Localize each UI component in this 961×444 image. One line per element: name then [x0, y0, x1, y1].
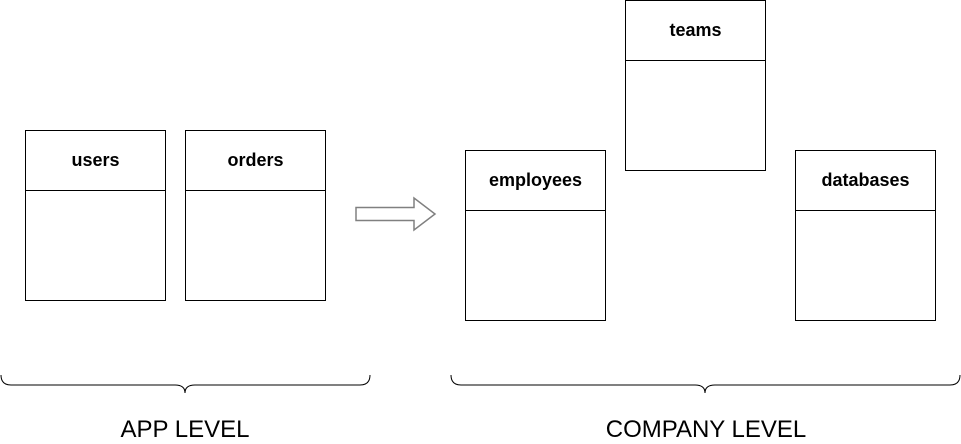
table-orders[interactable]: orders — [185, 130, 326, 301]
company-level-label: COMPANY LEVEL — [605, 416, 807, 443]
app-level-brace — [0, 374, 371, 394]
table-title: databases — [796, 151, 935, 211]
table-users[interactable]: users — [25, 130, 166, 301]
app-level-label: APP LEVEL — [120, 416, 250, 443]
table-employees[interactable]: employees — [465, 150, 606, 321]
table-title: orders — [186, 131, 325, 191]
company-level-brace — [450, 374, 961, 394]
table-teams[interactable]: teams — [625, 0, 766, 171]
table-title: employees — [466, 151, 605, 211]
table-databases[interactable]: databases — [795, 150, 936, 321]
table-title: teams — [626, 1, 765, 61]
right-arrow-icon — [355, 196, 437, 232]
table-title: users — [26, 131, 165, 191]
